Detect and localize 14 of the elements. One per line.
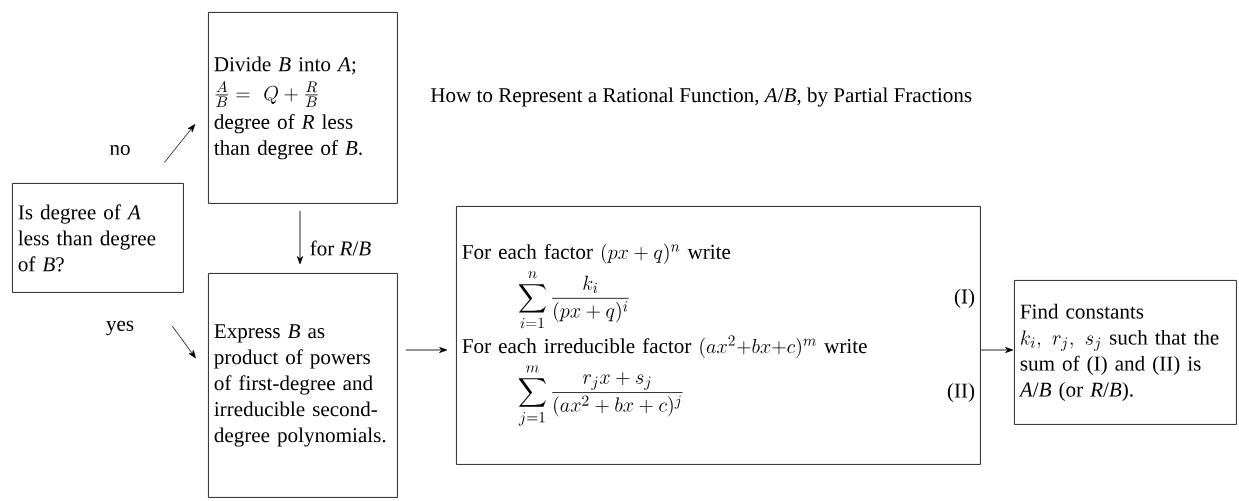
title: How to Represent a Rational Function, A/B, by Partial Fractions bbox=[430, 87, 972, 107]
edge-label: yes bbox=[104, 319, 136, 337]
edge-label: for R/B bbox=[308, 239, 373, 257]
process-box: $\text{For each factor }(px+q)^{n}\text{ write}$ $\sum_{i=1}^{n}\frac{k_{i}}{(px+q)^{i}}$ (I) $\text{For each irreducible factor }(ax^{2}{+}bx{+}c)^{m}\text{ write}$ $\sum_{j=1}^{m}\frac{r_{j}x+s_{j}}{(ax^{2}+bx+c)^{j}}$ (II) bbox=[456, 206, 981, 465]
process-box: Find constants $k_{i},\ r_{j},\ s_{j}$ such that the sum of (I) and (II) is A/B (or R/B). bbox=[1014, 280, 1237, 425]
process-box: Is degree of A less than degree of B? bbox=[12, 183, 184, 293]
arrow bbox=[980, 347, 1014, 353]
arrow bbox=[163, 124, 196, 164]
process-box: Divide B into A; $\frac{A}{B}= \ Q+\frac{R}{B}$ degree of R less than degree of B. bbox=[208, 12, 398, 204]
process-box: Express B as product of powers of first-degree and irreducible second-degree polynomials. bbox=[208, 273, 398, 498]
arrow bbox=[297, 210, 303, 265]
arrow bbox=[405, 347, 448, 353]
arrow bbox=[171, 325, 196, 359]
edge-label: no bbox=[108, 143, 132, 157]
